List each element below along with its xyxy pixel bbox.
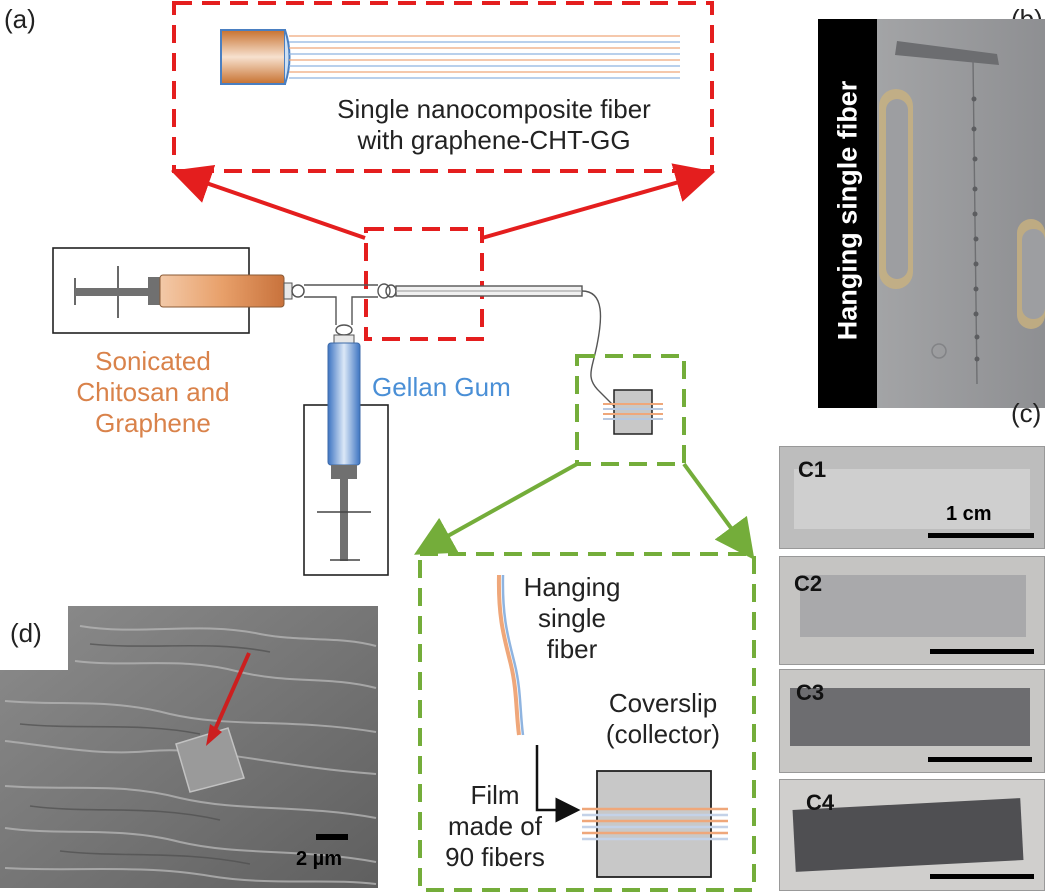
fiber-strands (289, 35, 680, 79)
fiber-caption-line2: with graphene-CHT-GG (357, 125, 631, 155)
gellan-gum-label: Gellan Gum (372, 372, 511, 402)
coverslip-label: Coverslip (collector) (583, 688, 743, 750)
film-label-line2: made of (448, 811, 542, 841)
sem-micrograph (0, 606, 378, 888)
film-label: Film made of 90 fibers (425, 780, 565, 873)
hanging-fiber-drawing (496, 574, 521, 736)
film-photo-c2: C2 (779, 556, 1045, 665)
chitosan-label-line1: Sonicated (95, 346, 211, 376)
small-coverslip (603, 389, 663, 435)
red-arrow-right (481, 163, 716, 240)
collector-highlight-box (575, 354, 686, 466)
sample-label-c1: C1 (798, 457, 827, 482)
fiber-inset-box (172, 1, 714, 173)
film-c2 (800, 575, 1026, 637)
hanging-fiber-photo (877, 19, 1045, 408)
chitosan-label-line2: Chitosan and (76, 377, 230, 407)
hanging-label-line1: Hanging (523, 572, 621, 602)
hanging-fiber-title-bar: Hanging single fiber (818, 19, 878, 408)
film-photo-c4: C4 (779, 779, 1045, 891)
chitosan-label-line3: Graphene (95, 408, 211, 438)
red-arrow-left (170, 164, 366, 240)
nozzle-highlight-box (364, 227, 484, 341)
fiber-cross-section-icon (220, 29, 291, 85)
flake-pointer-arrow (212, 652, 251, 733)
fiber-caption: Single nanocomposite fiber with graphene… (294, 94, 694, 156)
panel-label-c: (c) (1011, 398, 1042, 428)
sample-label-c2: C2 (794, 571, 823, 596)
outlet-tube (581, 290, 619, 411)
scale-bar-c2 (930, 649, 1034, 654)
panel-a-schematic (52, 1, 756, 892)
sample-label-c3: C3 (796, 680, 825, 705)
t-junction (304, 283, 583, 336)
green-arrow-left (414, 462, 578, 555)
panel-label-d: (d) (10, 618, 42, 648)
scale-label-2um: 2 µm (296, 848, 342, 870)
coverslip-label-line2: (collector) (605, 719, 721, 749)
hanging-fiber-label: Hanging single fiber (512, 572, 632, 665)
panel-label-a: (a) (4, 4, 36, 34)
film-label-line3: 90 fibers (445, 842, 545, 872)
blue-syringe (303, 334, 389, 576)
hanging-fiber-title: Hanging single fiber (832, 80, 863, 341)
film-photo-c1: C1 1 cm (779, 446, 1045, 549)
film-c3 (790, 688, 1030, 746)
film-photo-c3: C3 (779, 669, 1045, 773)
orange-syringe (52, 247, 305, 334)
hanging-label-line2: single (538, 603, 606, 633)
sample-label-c4: C4 (806, 790, 835, 815)
scale-bar-d (316, 834, 348, 840)
film-label-line1: Film (470, 780, 520, 810)
scale-label-1cm: 1 cm (946, 503, 992, 525)
large-coverslip (582, 770, 728, 878)
green-arrow-right (682, 462, 755, 560)
scale-bar-c3 (928, 757, 1032, 762)
fiber-caption-line1: Single nanocomposite fiber (337, 94, 651, 124)
sem-texture-lines (4, 625, 377, 885)
hanging-label-line3: fiber (546, 634, 598, 664)
fiber-droplets (971, 58, 980, 385)
bent-arrow (535, 745, 581, 823)
film-c1 (794, 469, 1030, 529)
scale-bar-c4 (930, 874, 1034, 879)
chitosan-graphene-label: Sonicated Chitosan and Graphene (48, 346, 258, 439)
coverslip-label-line1: Coverslip (608, 688, 718, 718)
scale-bar-c1 (928, 533, 1034, 538)
